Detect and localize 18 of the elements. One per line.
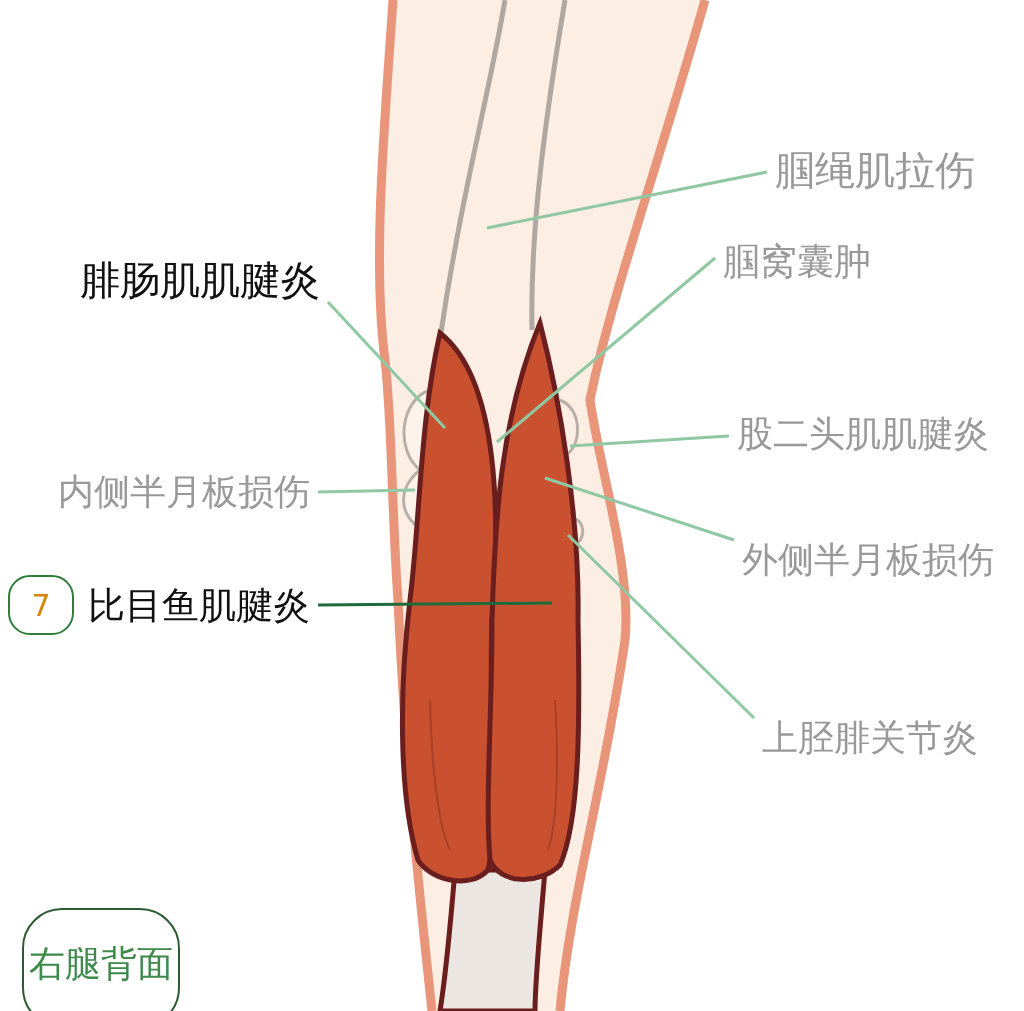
condition-label: 股二头肌肌腱炎	[737, 414, 989, 454]
leader-line	[318, 601, 552, 607]
condition-label: 腘绳肌拉伤	[775, 148, 975, 192]
leader-line	[317, 488, 416, 494]
leader-line	[566, 533, 756, 720]
view-label: 右腿背面	[22, 908, 180, 1011]
condition-label: 上胫腓关节炎	[762, 718, 978, 758]
condition-label: 腘窝囊肿	[723, 242, 871, 283]
leader-line	[544, 476, 735, 542]
condition-label: 内侧半月板损伤	[58, 472, 310, 512]
condition-label: 比目鱼肌腱炎	[88, 586, 310, 627]
leader-line	[326, 300, 447, 430]
leader-line	[486, 170, 768, 230]
condition-label: 外侧半月板损伤	[742, 540, 994, 580]
leader-line	[569, 434, 730, 448]
number-badge: 7	[8, 575, 74, 635]
leader-line	[496, 256, 716, 444]
condition-label: 腓肠肌肌腱炎	[80, 258, 320, 302]
